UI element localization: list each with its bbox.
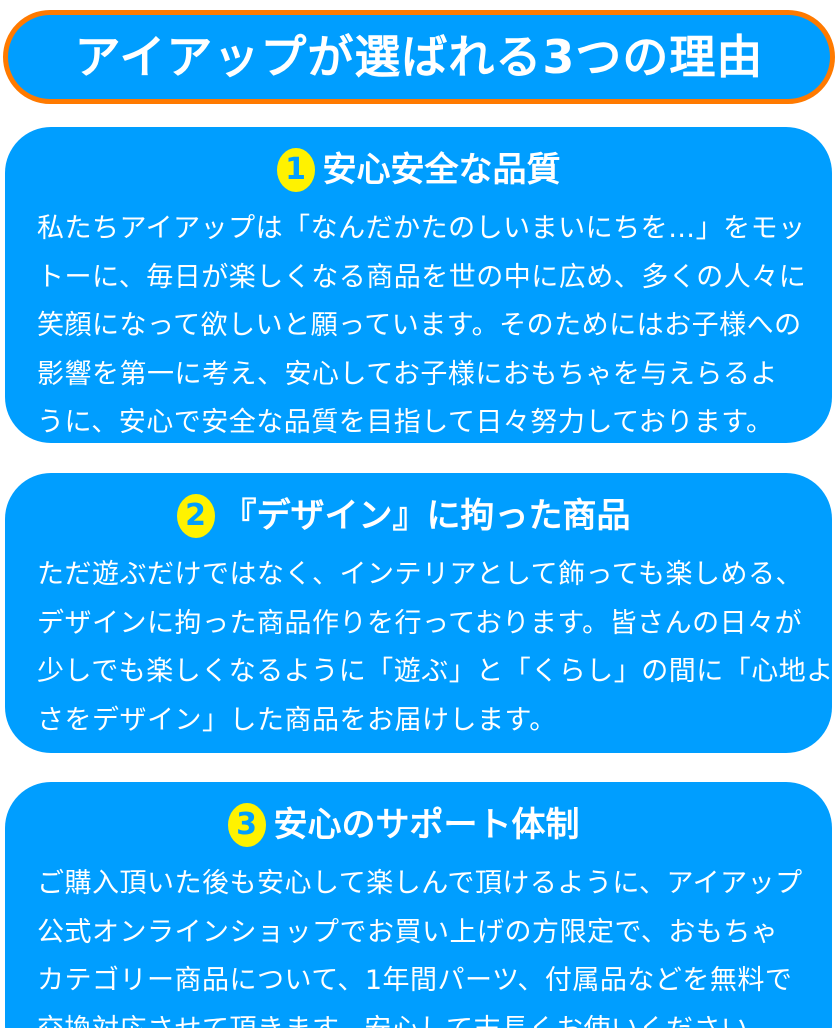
badge-number: 2 (185, 498, 206, 533)
body-line: 私たちアイアップは「なんだかたのしいまいにちを…」をモッ (37, 213, 806, 244)
reason-card-1: 1 安心安全な品質 私たちアイアップは「なんだかたのしいまいにちを…」をモッ ト… (5, 127, 832, 443)
reason-title: 安心安全な品質 (322, 150, 561, 190)
reason-heading: 3 安心のサポート体制 (0, 802, 832, 848)
body-line: うに、安心で安全な品質を目指して日々努力しております。 (37, 407, 774, 438)
number-badge-icon: 3 (227, 803, 266, 847)
reason-body: 私たちアイアップは「なんだかたのしいまいにちを…」をモッ トーに、毎日が楽しくな… (37, 205, 812, 448)
number-badge-icon: 2 (176, 494, 215, 538)
reason-title: 『デザイン』に拘った商品 (222, 496, 631, 536)
body-line: トーに、毎日が楽しくなる商品を世の中に広め、多くの人々に (37, 261, 807, 293)
reason-title: 安心のサポート体制 (273, 805, 580, 845)
number-badge-icon: 1 (276, 148, 315, 192)
body-line: 笑顔になって欲しいと願っています。そのためにはお子様への (37, 310, 802, 341)
header-banner: アイアップが選ばれる3つの理由 (3, 10, 835, 104)
reason-heading: 1 安心安全な品質 (5, 147, 832, 193)
body-line: 公式オンラインショップでお買い上げの方限定で、おもちゃ (37, 916, 779, 948)
badge-number: 1 (285, 152, 306, 187)
body-line: ご購入頂いた後も安心して楽しんで頂けるように、アイアップ (37, 868, 803, 899)
body-line: デザインに拘った商品作りを行っております。皆さんの日々が (37, 607, 803, 639)
body-line: ただ遊ぶだけではなく、インテリアとして飾っても楽しめる、 (37, 559, 803, 590)
body-line: 交換対応させて頂きます。安心して末長くお使いください。 (37, 1006, 812, 1028)
body-line: カテゴリー商品について、1年間パーツ、付属品などを無料で (37, 965, 793, 996)
body-line: 影響を第一に考え、安心してお子様におもちゃを与えらるよ (37, 358, 778, 390)
page-title: アイアップが選ばれる3つの理由 (74, 30, 764, 84)
reason-body: ただ遊ぶだけではなく、インテリアとして飾っても楽しめる、 デザインに拘った商品作… (37, 551, 834, 745)
badge-number: 3 (236, 807, 257, 842)
body-line: さをデザイン」した商品をお届けします。 (37, 704, 557, 736)
body-line: 少しでも楽しくなるように「遊ぶ」と「くらし」の間に「心地よ (37, 656, 834, 687)
reason-card-2: 2 『デザイン』に拘った商品 ただ遊ぶだけではなく、インテリアとして飾っても楽し… (5, 473, 834, 753)
reason-body: ご購入頂いた後も安心して楽しんで頂けるように、アイアップ 公式オンラインショップ… (37, 860, 812, 1028)
reason-card-3: 3 安心のサポート体制 ご購入頂いた後も安心して楽しんで頂けるように、アイアップ… (5, 782, 832, 1028)
reason-heading: 2 『デザイン』に拘った商品 (0, 493, 832, 539)
